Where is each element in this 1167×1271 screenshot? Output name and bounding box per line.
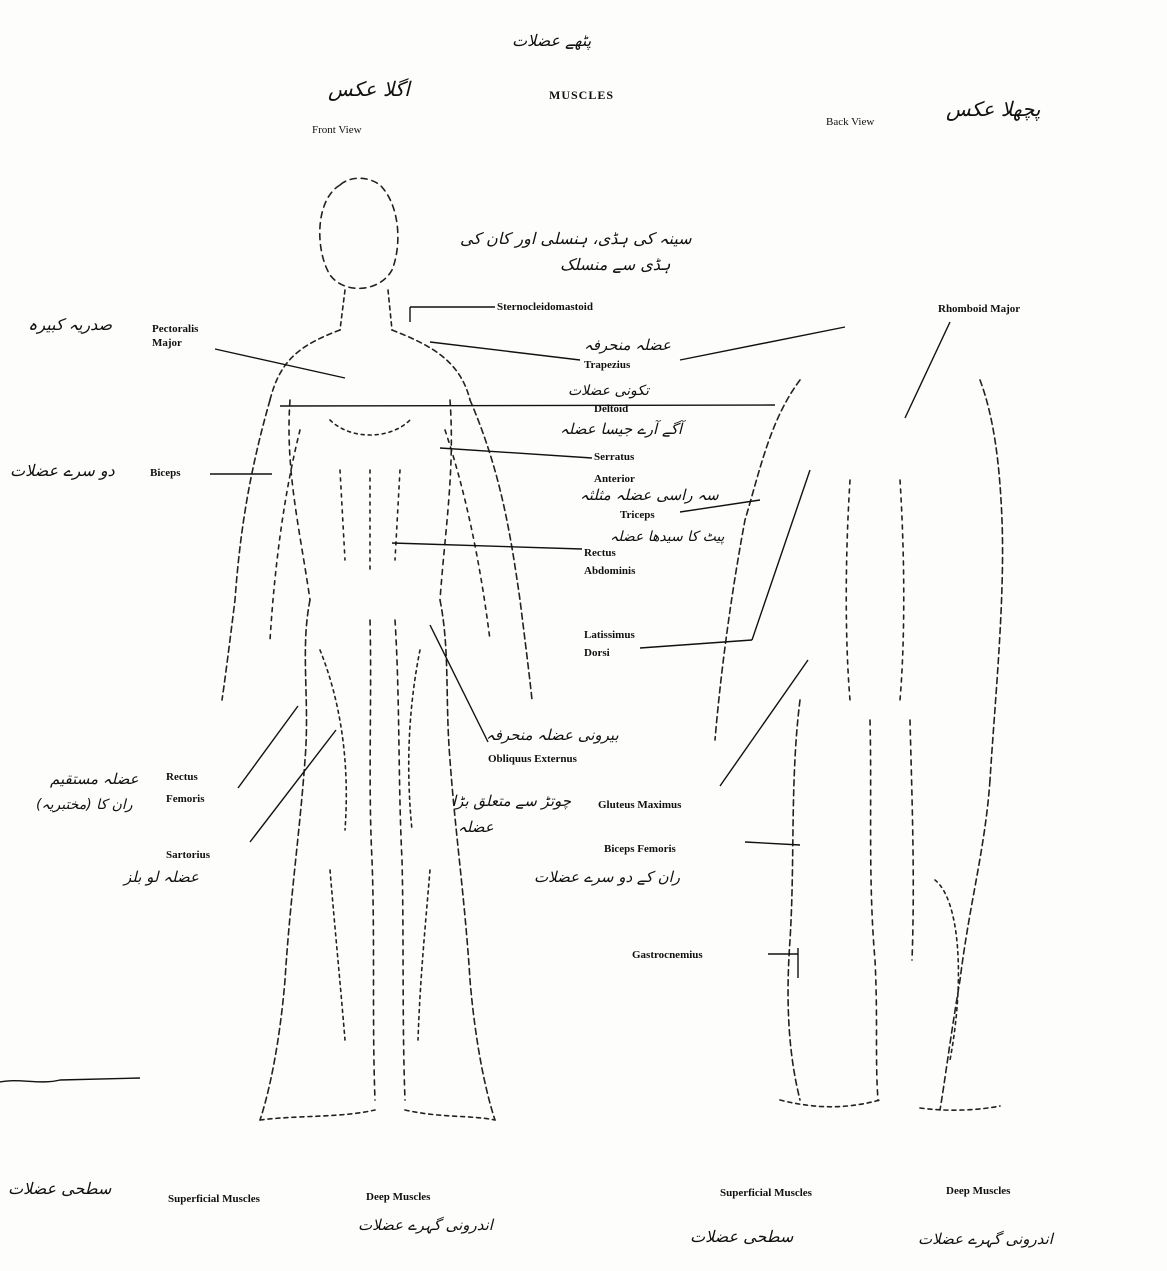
back-figure (715, 380, 1003, 1110)
label-gastrocnemius: Gastrocnemius (632, 948, 703, 962)
back-superficial-caption: Superficial Muscles (720, 1186, 812, 1200)
biceps-urdu: دو سرے عضلات (10, 460, 115, 482)
label-rhomboid-major: Rhomboid Major (938, 302, 1020, 316)
front-superficial-urdu: سطحی عضلات (8, 1178, 111, 1200)
triceps-urdu: سہ راسی عضلہ مثلثہ (580, 484, 719, 506)
back-superficial-urdu: سطحی عضلات (690, 1226, 793, 1248)
label-triceps: Triceps (620, 508, 655, 522)
label-pectoralis-major: Pectoralis Major (152, 322, 198, 350)
label-gluteus-maximus: Gluteus Maximus (598, 798, 681, 812)
label-biceps-femoris: Biceps Femoris (604, 842, 676, 856)
deltoid-urdu: تکونی عضلات (568, 380, 649, 402)
obliquus-externus-urdu: بیرونی عضلہ منحرفہ (486, 724, 619, 746)
diagram-title: MUSCLES (549, 88, 614, 103)
label-biceps: Biceps (150, 466, 181, 480)
sternocleidomastoid-urdu-line1: سینہ کی ہڈی، ہنسلی اور کان کی (460, 228, 692, 250)
back-view-urdu: پچھلا عکس (946, 98, 1040, 120)
urdu-title: پٹھے عضلات (512, 30, 591, 52)
label-rectus-femoris: Rectus Femoris (166, 766, 204, 810)
leader-lines (0, 307, 950, 1082)
trapezius-urdu: عضلہ منحرفہ (584, 334, 671, 356)
front-figure (222, 178, 532, 1120)
label-latissimus-dorsi: Latissimus Dorsi (584, 626, 635, 662)
front-superficial-caption: Superficial Muscles (168, 1192, 260, 1206)
sternocleidomastoid-urdu-line2: ہڈی سے منسلک (560, 254, 671, 276)
back-deep-urdu: اندرونی گہرے عضلات (918, 1228, 1053, 1250)
gluteus-maximus-urdu-line2: عضلہ (458, 816, 494, 838)
rectus-femoris-urdu-line1: عضلہ مستقیم (50, 768, 139, 790)
gluteus-maximus-urdu-line1: چوتڑ سے متعلق بڑا (452, 790, 571, 812)
back-deep-caption: Deep Muscles (946, 1184, 1010, 1198)
sartorius-urdu: عضلہ لو بلز (124, 866, 199, 888)
label-deltoid: Deltoid (594, 402, 628, 416)
label-sternocleidomastoid: Sternocleidomastoid (497, 300, 593, 314)
front-view-urdu: اگلا عکس (328, 78, 410, 100)
label-rectus-abdominis: Rectus Abdominis (584, 544, 635, 580)
label-sartorius: Sartorius (166, 848, 210, 862)
serratus-anterior-urdu: آگے آرے جیسا عضلہ (560, 418, 682, 440)
biceps-femoris-urdu: ران کے دو سرے عضلات (534, 866, 680, 888)
label-obliquus-externus: Obliquus Externus (488, 752, 577, 766)
back-view-label: Back View (826, 116, 874, 128)
pectoralis-major-urdu: صدریہ کبیرہ (28, 314, 112, 336)
label-trapezius: Trapezius (584, 358, 630, 372)
rectus-femoris-urdu-line2: ران کا (مختبریہ) (36, 794, 133, 816)
front-view-label: Front View (312, 124, 362, 136)
front-deep-caption: Deep Muscles (366, 1190, 430, 1204)
front-deep-urdu: اندرونی گہرے عضلات (358, 1214, 493, 1236)
